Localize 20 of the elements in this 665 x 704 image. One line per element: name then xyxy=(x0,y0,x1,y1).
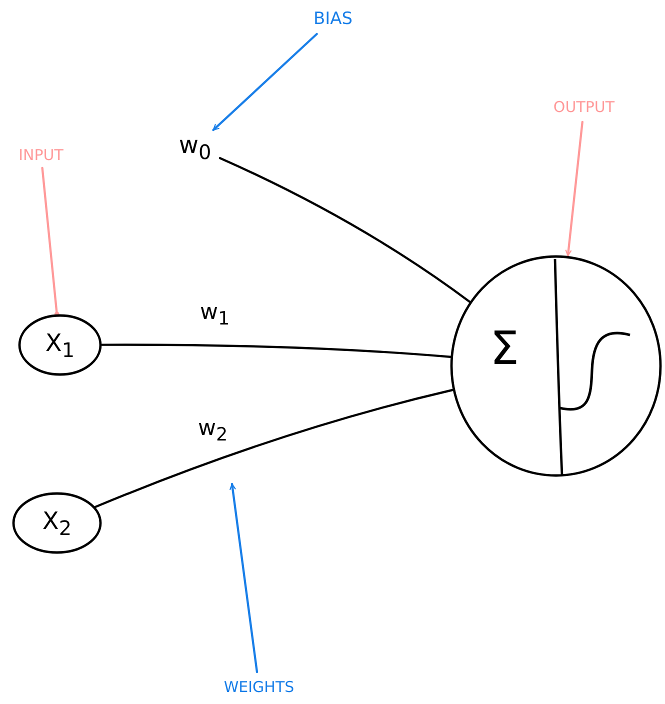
edge-label: w$_{1}$ xyxy=(200,300,230,330)
node-label: X$_{1}$ xyxy=(45,328,75,362)
leader-line xyxy=(41,166,60,316)
arrow xyxy=(229,482,258,674)
input-node xyxy=(18,314,102,376)
input-node xyxy=(12,492,102,554)
connection-line xyxy=(94,388,454,508)
annotation-label: WEIGHTS xyxy=(184,672,334,702)
annotation-label: BIAS xyxy=(298,4,368,34)
arrow xyxy=(212,32,318,132)
edge-label: w$_{2}$ xyxy=(198,416,228,446)
connection-line xyxy=(218,157,471,303)
neuron-node xyxy=(450,255,662,477)
arrow xyxy=(565,120,584,257)
node-label: X$_{2}$ xyxy=(42,506,72,540)
sum-symbol: Σ xyxy=(490,321,520,375)
annotation-label: INPUT xyxy=(6,142,76,168)
annotation-label: OUTPUT xyxy=(532,92,636,122)
weight-label: w$_{0}$ xyxy=(170,130,220,164)
connection-line xyxy=(100,344,452,358)
